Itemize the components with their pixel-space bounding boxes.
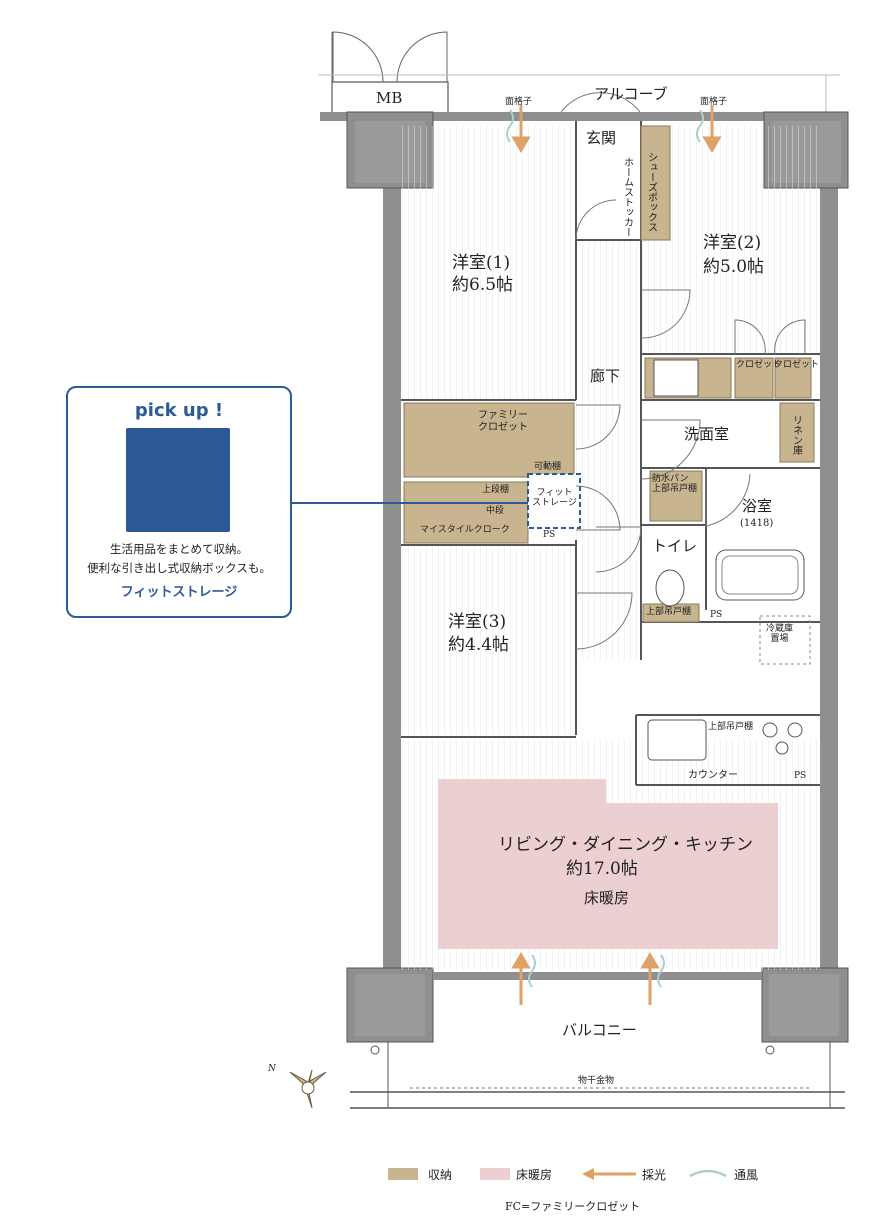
room3-name: 洋室(3)	[448, 612, 507, 632]
legend-daylight-arrow	[582, 1168, 636, 1180]
shoe-box-label: シューズボックス	[645, 152, 657, 232]
alcove-label: アルコーブ	[594, 85, 668, 103]
waterproof-pan-label: 防水パン 上部吊戸棚	[652, 474, 698, 495]
bathroom-size: (1418)	[740, 518, 774, 529]
family-closet-label: ファミリー クロゼット	[478, 410, 528, 433]
ventilation-marks	[506, 109, 704, 988]
pickup-title: pick up !	[134, 400, 224, 421]
door-swings	[560, 92, 806, 650]
legend: 収納 床暖房 採光 通風	[388, 1164, 808, 1188]
toilet-label: トイレ	[652, 537, 698, 555]
compass-icon	[289, 1069, 327, 1109]
toilet-upper-cabinet-label: 上部吊戸棚	[646, 607, 692, 617]
kitchen-upper-cabinet-label: 上部吊戸棚	[708, 722, 754, 732]
home-stocker-label: ホームストッカー	[621, 157, 633, 237]
pickup-feature-name: フィットストレージ	[120, 585, 238, 600]
washroom-label: 洗面室	[684, 425, 730, 443]
bathtub	[715, 549, 805, 601]
room1-size: 約6.5帖	[452, 275, 514, 295]
middle-shelf-label: 中段	[486, 506, 505, 516]
legend-heating-swatch	[480, 1168, 510, 1180]
toilet-fixture	[655, 569, 685, 607]
legend-storage-label: 収納	[428, 1168, 453, 1182]
closet-a-label: クロゼット	[736, 360, 782, 370]
fridge-space	[759, 615, 811, 665]
entrance-label: 玄関	[586, 129, 617, 147]
ps-2-label: PS	[710, 610, 723, 620]
compass-north-label: N	[268, 1064, 276, 1074]
hallway-label: 廊下	[590, 367, 621, 385]
ldk-name: リビング・ダイニング・キッチン	[498, 835, 753, 855]
legend-ventilation-wave	[689, 1169, 727, 1178]
ps-3-label: PS	[794, 771, 807, 781]
stove	[762, 722, 803, 755]
ps-1-label: PS	[543, 530, 556, 540]
lattice-right-label: 面格子	[700, 97, 728, 107]
fit-storage-highlight	[527, 473, 581, 529]
pickup-desc-line2: 便利な引き出し式収納ボックスも。	[87, 561, 271, 575]
floor-heating-area	[438, 779, 778, 949]
room1-name: 洋室(1)	[452, 253, 511, 273]
bathroom-name: 浴室	[742, 497, 773, 515]
lattice-left-label: 面格子	[505, 97, 533, 107]
fit-storage-label: フィット ストレージ	[532, 488, 577, 509]
drying-rack-label: 物干金物	[578, 1076, 615, 1086]
legend-ventilation-label: 通風	[734, 1168, 759, 1182]
linen-storage-label: リネン庫	[790, 415, 802, 455]
pickup-desc-line1: 生活用品をまとめて収納。	[110, 542, 248, 556]
legend-daylight-label: 採光	[642, 1168, 667, 1182]
counter-label: カウンター	[688, 770, 738, 781]
fridge-label: 冷蔵庫 置場	[766, 624, 794, 645]
closet-b-label: クロゼット	[774, 360, 820, 370]
kitchen-sink	[647, 719, 707, 761]
balcony-label: バルコニー	[562, 1021, 637, 1039]
storage-icon-background	[126, 428, 230, 532]
movable-shelf-label: 可動棚	[534, 462, 562, 472]
room2-size: 約5.0帖	[703, 257, 765, 277]
fc-note: FC=ファミリークロゼット	[505, 1200, 641, 1213]
legend-storage-swatch	[388, 1168, 418, 1180]
upper-shelf-label: 上段棚	[482, 485, 510, 495]
daylight-arrows	[511, 105, 722, 1005]
my-style-cloak-label: マイスタイルクローク	[420, 525, 510, 535]
mb-box	[331, 31, 449, 116]
floor-heating-label: 床暖房	[584, 889, 630, 907]
legend-heating-label: 床暖房	[516, 1168, 553, 1182]
mb-label: MB	[376, 89, 403, 107]
room3-size: 約4.4帖	[448, 635, 510, 655]
balcony-area	[350, 1042, 845, 1109]
washbasin	[653, 359, 699, 397]
pickup-callout: pick up ! 生活用品をまとめて収納。 便利な引き出し式収納ボックスも。 …	[66, 386, 292, 618]
ldk-size: 約17.0帖	[566, 859, 638, 879]
room2-name: 洋室(2)	[703, 233, 762, 253]
interior-walls	[401, 121, 820, 786]
